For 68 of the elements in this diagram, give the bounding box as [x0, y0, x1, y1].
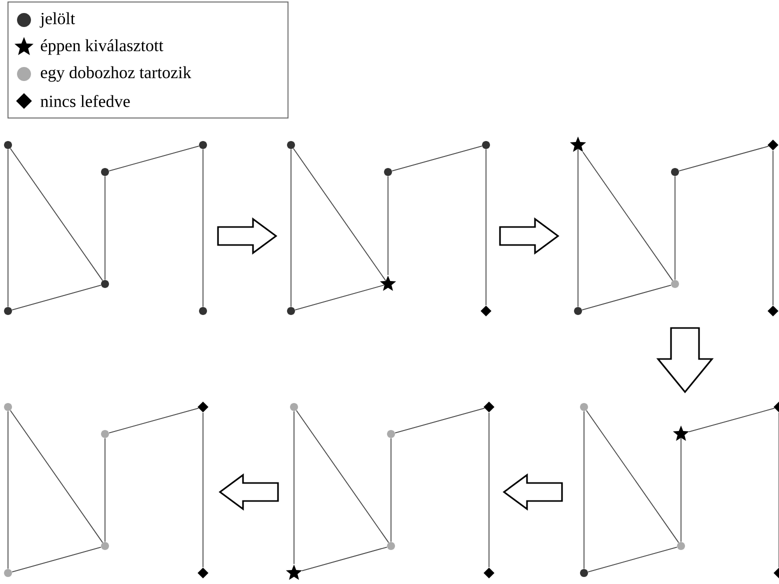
graph-edge: [394, 408, 485, 434]
dot-vertex: [4, 569, 12, 577]
dot-vertex: [101, 280, 109, 288]
dot-vertex: [287, 307, 295, 315]
graph-edge: [104, 176, 106, 280]
dot-vertex: [101, 542, 109, 550]
dot-vertex: [290, 403, 298, 411]
diamond-vertex: [198, 402, 208, 412]
diamond-vertex: [774, 568, 779, 578]
dot-vertex: [4, 307, 12, 315]
legend-label: éppen kiválasztott: [40, 39, 164, 55]
graph-edge: [10, 410, 104, 544]
graph-edge: [108, 408, 199, 434]
dot-vertex: [287, 141, 295, 149]
dot-vertex: [671, 280, 679, 288]
graph-edge: [586, 410, 680, 544]
diamond-vertex: [774, 402, 779, 412]
dot-vertex: [387, 542, 395, 550]
graph-edge: [296, 410, 390, 544]
graph-edge: [588, 546, 678, 572]
graph-edge: [10, 148, 104, 281]
dot-vertex: [384, 168, 392, 176]
graph-edge: [202, 148, 204, 308]
graph-edge: [108, 146, 200, 172]
legend-label: nincs lefedve: [40, 94, 130, 108]
graph-edge: [688, 408, 775, 432]
diamond-vertex: [768, 140, 778, 150]
diamond-vertex: [484, 402, 494, 412]
graph-edge: [772, 150, 774, 306]
dot-vertex: [101, 430, 109, 438]
graph-edge: [582, 152, 674, 281]
star-vertex: [672, 426, 690, 441]
dot-vertex: [4, 403, 12, 411]
dot-vertex: [101, 168, 109, 176]
graph-edge: [392, 146, 482, 172]
graph-edge: [301, 546, 388, 572]
dot-vertex: [677, 542, 685, 550]
star-vertex: [570, 136, 586, 152]
dot-vertex: [574, 307, 582, 315]
dot-vertex: [199, 141, 207, 149]
graph-edge: [674, 176, 676, 280]
dot-vertex: [4, 141, 12, 149]
dot-vertex: [387, 430, 395, 438]
graph-edge: [488, 412, 490, 568]
dot-vertex: [580, 569, 588, 577]
diamond-vertex: [484, 568, 494, 578]
graph-edge: [290, 148, 292, 308]
graph-edge: [582, 284, 672, 310]
star-vertex: [380, 276, 396, 291]
dot-vertex: [671, 168, 679, 176]
dot-vertex: [482, 141, 490, 149]
star-vertex: [286, 564, 302, 580]
graph-edge: [294, 284, 385, 310]
graph-edge: [104, 438, 106, 542]
diamond-vertex: [480, 306, 492, 316]
graph-edge: [678, 146, 769, 172]
graph-edge: [12, 546, 102, 572]
diamond-vertex: [198, 568, 208, 578]
graph-edge: [390, 438, 392, 542]
graph-edge: [292, 148, 386, 282]
graph-edge: [680, 438, 682, 542]
dot-vertex: [580, 403, 588, 411]
dot-vertex: [199, 307, 207, 315]
graph-edge: [12, 284, 102, 310]
diamond-vertex: [768, 306, 778, 316]
legend-label: jelölt: [40, 12, 76, 28]
legend-label: egy dobozhoz tartozik: [40, 66, 192, 82]
graph-edge: [202, 412, 204, 568]
